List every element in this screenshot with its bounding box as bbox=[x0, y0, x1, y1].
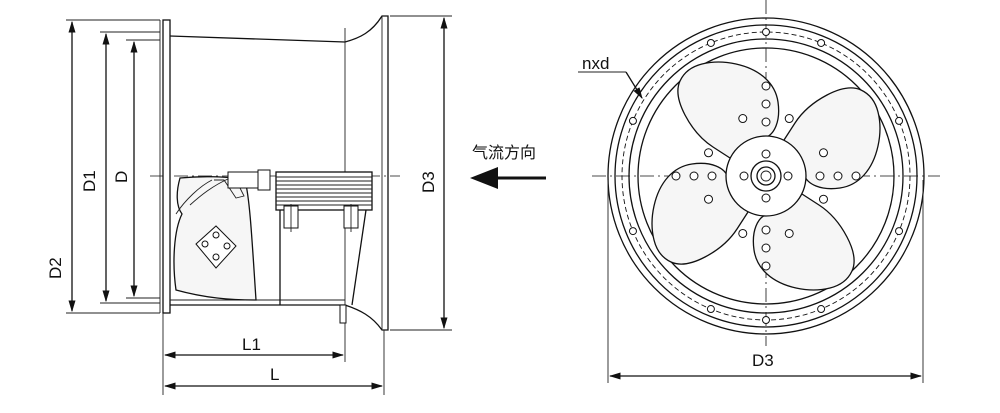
label-d3-side: D3 bbox=[419, 171, 438, 193]
hub-hole bbox=[818, 148, 828, 158]
motor-bracket bbox=[279, 209, 367, 306]
hub-hole bbox=[671, 171, 681, 181]
hub-boss bbox=[750, 160, 782, 192]
flange-bolt-hole bbox=[817, 305, 826, 314]
impeller-blades bbox=[651, 61, 881, 291]
flange-bolt-hole bbox=[706, 305, 715, 314]
motor-body bbox=[275, 171, 373, 211]
label-l: L bbox=[270, 365, 279, 384]
casing-ring bbox=[628, 38, 904, 314]
flange-bolt-hole bbox=[762, 316, 770, 324]
hub-hole bbox=[739, 171, 749, 181]
label-l1: L1 bbox=[242, 335, 261, 354]
impeller-blade bbox=[783, 87, 881, 190]
label-nxd: nxd bbox=[582, 54, 609, 73]
hub-hole bbox=[738, 228, 748, 238]
label-d3-front: D3 bbox=[752, 351, 774, 370]
hub-hole bbox=[704, 148, 714, 158]
hub-hole bbox=[851, 171, 861, 181]
hub-hole bbox=[761, 225, 771, 235]
airflow-arrow-icon bbox=[470, 167, 498, 189]
hub-hole bbox=[818, 194, 828, 204]
outer-flange-ring bbox=[607, 17, 925, 335]
hub-hole bbox=[833, 171, 843, 181]
flange-inner-edge bbox=[614, 24, 918, 328]
shaft-bore bbox=[756, 166, 776, 186]
motor-fins bbox=[276, 176, 372, 206]
hub-hole bbox=[761, 261, 771, 271]
hub-hole bbox=[707, 171, 717, 181]
blade-bolt-hole bbox=[212, 231, 220, 239]
hub-hole bbox=[689, 171, 699, 181]
inlet-flange bbox=[162, 19, 171, 314]
impeller-blade bbox=[752, 193, 855, 291]
inner-duct-ring bbox=[637, 47, 895, 305]
label-d2: D2 bbox=[46, 257, 65, 279]
front-view: nxd D3 bbox=[578, 0, 940, 383]
blade-plate bbox=[195, 225, 237, 269]
shaft-end bbox=[760, 170, 772, 182]
label-d1: D1 bbox=[80, 170, 99, 192]
hub-holes bbox=[671, 81, 861, 271]
shaft-coupling bbox=[227, 171, 259, 189]
airflow-indicator: 气流方向 bbox=[470, 143, 546, 189]
airflow-label: 气流方向 bbox=[472, 143, 536, 162]
impeller-blade bbox=[651, 162, 749, 265]
blade-root bbox=[214, 179, 245, 199]
side-view: D2 D1 D D3 L1 L bbox=[46, 15, 452, 395]
flange-bolt-hole bbox=[628, 116, 637, 125]
flange-bolt-hole bbox=[706, 38, 715, 47]
hub-hole bbox=[783, 171, 793, 181]
impeller-blade bbox=[677, 61, 780, 159]
blade-bolt-hole bbox=[201, 240, 209, 248]
motor-end-cap bbox=[257, 169, 271, 191]
hub-hole bbox=[738, 114, 748, 124]
hub-hole bbox=[761, 81, 771, 91]
flange-bolt-hole bbox=[762, 28, 770, 36]
flange-bolt-hole bbox=[628, 227, 637, 236]
flange-bolt-hole bbox=[895, 116, 904, 125]
hub-hole bbox=[761, 117, 771, 127]
blade-bolt-hole bbox=[223, 242, 231, 250]
hub-hole bbox=[761, 243, 771, 253]
blade-bolt-hole bbox=[212, 253, 220, 261]
hub-hole bbox=[761, 99, 771, 109]
nxd-leader-arrow bbox=[625, 71, 643, 99]
outlet-bell-mouth bbox=[344, 15, 389, 331]
hub-hole bbox=[784, 114, 794, 124]
support-foot bbox=[339, 304, 347, 324]
flange-bolt-hole bbox=[817, 38, 826, 47]
flange-bolt-hole bbox=[895, 227, 904, 236]
hub-hole bbox=[815, 171, 825, 181]
hub-hole bbox=[784, 228, 794, 238]
hub-hole bbox=[704, 194, 714, 204]
casing-top bbox=[169, 35, 346, 43]
label-d: D bbox=[112, 171, 131, 183]
blade-curves bbox=[175, 177, 231, 215]
flange-bolt-holes bbox=[628, 28, 904, 324]
hub-hole bbox=[761, 149, 771, 159]
hub-hole bbox=[761, 193, 771, 203]
